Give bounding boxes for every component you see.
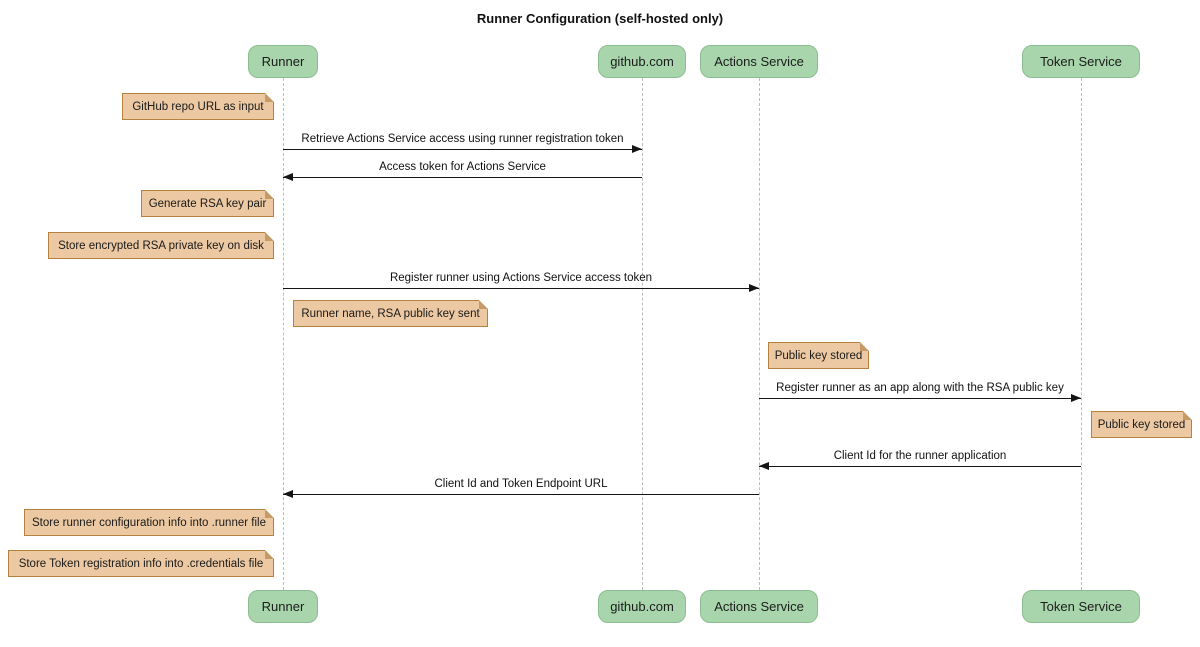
note: Generate RSA key pair [141,190,274,217]
note: GitHub repo URL as input [122,93,274,120]
message-line [283,288,759,289]
arrowhead-right-icon [632,145,642,153]
participant-top-runner: Runner [248,45,318,78]
message-line [759,398,1081,399]
participant-bottom-runner: Runner [248,590,318,623]
diagram-title: Runner Configuration (self-hosted only) [476,11,724,26]
arrowhead-left-icon [283,173,293,181]
message-label: Access token for Actions Service [379,161,546,173]
lifeline-runner [282,78,284,590]
message-label: Client Id and Token Endpoint URL [434,478,608,490]
arrowhead-left-icon [283,490,293,498]
note: Public key stored [768,342,869,369]
message-label: Register runner using Actions Service ac… [389,272,653,284]
arrowhead-left-icon [759,462,769,470]
message-line [283,177,642,178]
message-line [283,149,642,150]
participant-top-token-service: Token Service [1022,45,1140,78]
participant-top-github-com: github.com [598,45,686,78]
participant-bottom-token-service: Token Service [1022,590,1140,623]
note: Store Token registration info into .cred… [8,550,274,577]
lifeline-github-com [641,78,643,590]
message-line [759,466,1081,467]
lifeline-token-service [1080,78,1082,590]
note: Public key stored [1091,411,1192,438]
participant-bottom-actions-service: Actions Service [700,590,818,623]
message-label: Client Id for the runner application [833,450,1007,462]
arrowhead-right-icon [749,284,759,292]
participant-top-actions-service: Actions Service [700,45,818,78]
message-line [283,494,759,495]
arrowhead-right-icon [1071,394,1081,402]
note: Runner name, RSA public key sent [293,300,488,327]
lifeline-actions-service [758,78,760,590]
note: Store encrypted RSA private key on disk [48,232,274,259]
note: Store runner configuration info into .ru… [24,509,274,536]
participant-bottom-github-com: github.com [598,590,686,623]
message-label: Retrieve Actions Service access using ru… [301,133,624,145]
message-label: Register runner as an app along with the… [776,382,1064,394]
